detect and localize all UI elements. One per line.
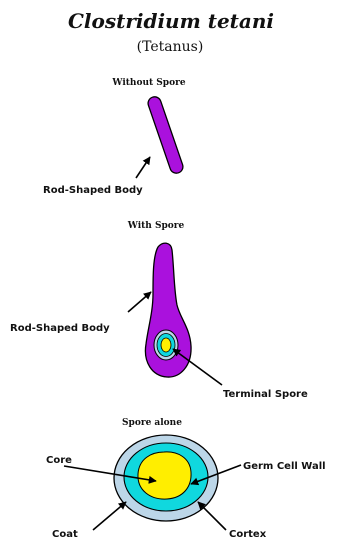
section-heading-with-spore: With Spore [127,221,185,231]
label-germ-cell-wall: Germ Cell Wall [243,461,326,472]
spore-core [138,452,191,499]
diagram-subtitle: (Tetanus) [137,39,204,55]
section-heading-spore-alone: Spore alone [122,418,182,428]
label-terminal-spore: Terminal Spore [223,389,308,400]
label-core: Core [46,455,72,466]
rod-body-arrow-1 [136,157,150,178]
label-rod-shaped-body-1: Rod-Shaped Body [43,185,143,196]
label-rod-shaped-body-2: Rod-Shaped Body [10,323,110,334]
terminal-spore-core [161,338,171,352]
label-coat: Coat [52,529,78,540]
rod-bacterium [146,95,184,175]
label-cortex: Cortex [229,529,267,540]
cortex-arrow [198,502,226,530]
coat-arrow [93,502,126,530]
rod-body-arrow-2 [128,292,151,312]
section-heading-without-spore: Without Spore [111,78,185,88]
diagram-title: Clostridium tetani [68,9,274,33]
